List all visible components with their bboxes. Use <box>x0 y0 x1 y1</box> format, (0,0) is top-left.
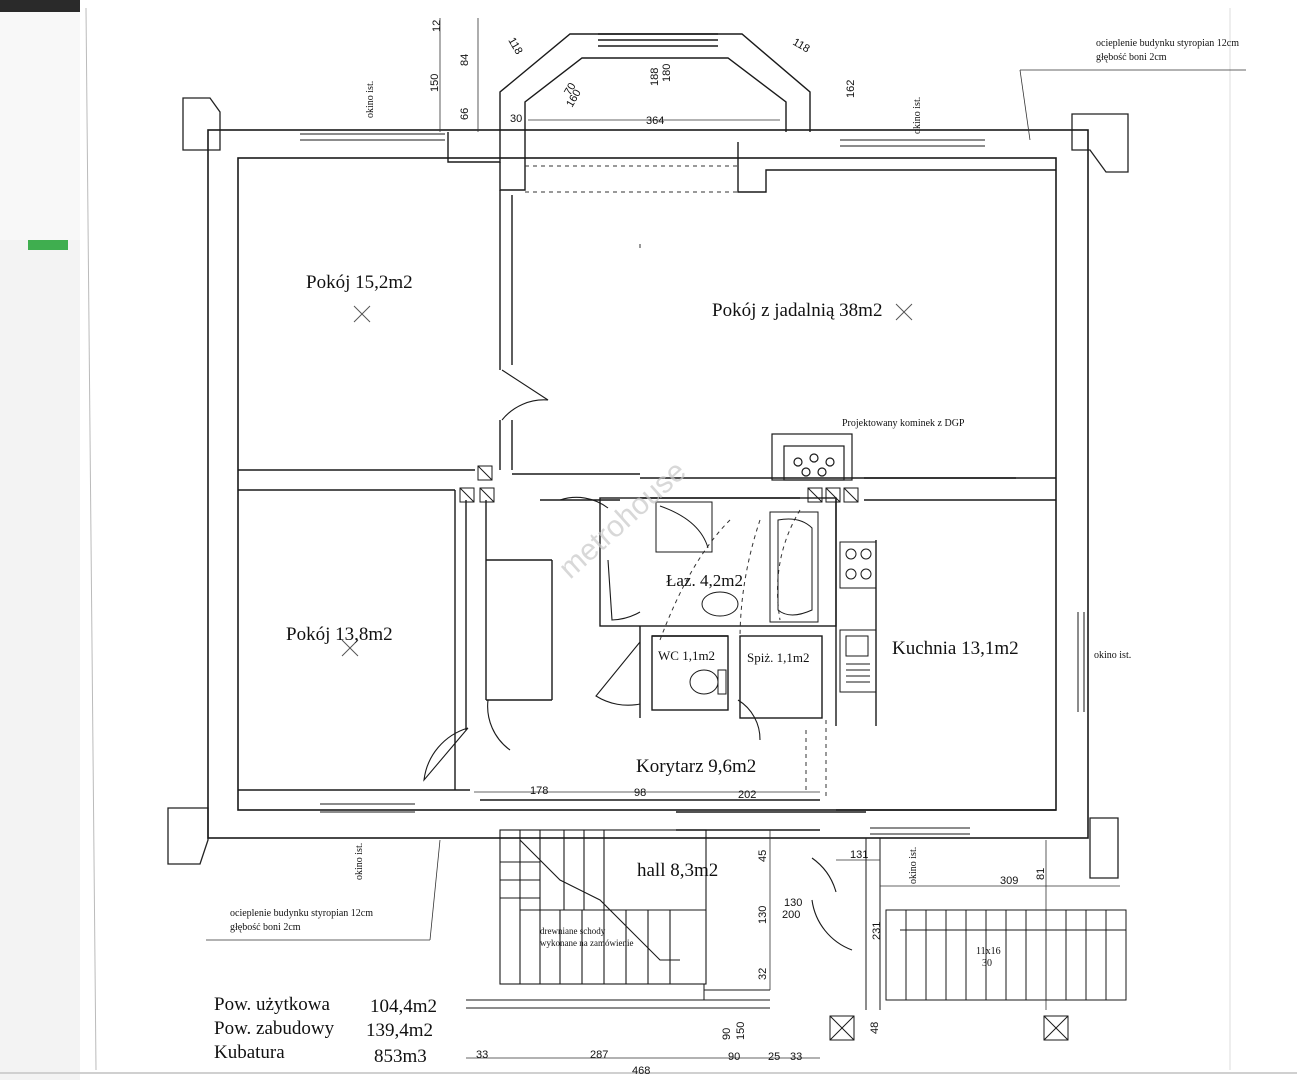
note-insulation-top-2: głębość boni 2cm <box>1096 52 1167 63</box>
dim-150b: 150 <box>735 1022 747 1040</box>
dim-131: 131 <box>850 849 868 861</box>
dim-12: 12 <box>431 20 443 32</box>
usable-area-label: Pow. użytkowa <box>214 994 330 1015</box>
note-step-size: 11x16 <box>976 946 1001 957</box>
note-window-existing-4: okino ist. <box>908 847 919 884</box>
note-insulation-bottom-2: głębość boni 2cm <box>230 922 301 933</box>
dim-130-door: 130 <box>784 897 802 909</box>
room-label-bathroom: Łaz. 4,2m2 <box>666 571 743 590</box>
dim-200: 200 <box>782 909 800 921</box>
dim-150: 150 <box>429 74 441 92</box>
note-window-existing-2: okino ist. <box>912 97 923 134</box>
room-label-wc: WC 1,1m2 <box>658 648 715 663</box>
bay-window <box>499 33 811 132</box>
note-window-existing-1: okino ist. <box>365 81 376 118</box>
dim-30: 30 <box>510 113 522 125</box>
interior-walls <box>238 132 1056 831</box>
note-stairs-2: wykonane na zamówienie <box>540 938 633 948</box>
dim-81: 81 <box>1035 868 1047 880</box>
dim-178: 178 <box>530 785 548 797</box>
dimension-lines <box>206 18 1246 1059</box>
note-fireplace: Projektowany kominek z DGP <box>842 418 965 429</box>
dim-33: 33 <box>476 1049 488 1061</box>
room-label-kitchen: Kuchnia 13,1m2 <box>892 638 1019 659</box>
volume-value: 853m3 <box>374 1046 427 1067</box>
room-label-hall: hall 8,3m2 <box>637 860 718 881</box>
dim-66: 66 <box>459 108 471 120</box>
fireplace <box>771 433 853 481</box>
kitchen-fixtures <box>839 541 877 693</box>
room-label-pokoj-1: Pokój 15,2m2 <box>306 272 413 293</box>
room-label-dining: Pokój z jadalnią 38m2 <box>712 300 882 321</box>
exterior-steps <box>466 838 1127 1041</box>
dim-364: 364 <box>646 115 664 127</box>
room-label-corridor: Korytarz 9,6m2 <box>636 756 756 777</box>
note-stairs-1: drewniane schody <box>540 926 606 936</box>
built-area-value: 139,4m2 <box>366 1020 433 1041</box>
note-window-existing-3: okino ist. <box>354 843 365 880</box>
dim-90: 90 <box>721 1028 733 1040</box>
dim-231: 231 <box>871 922 883 940</box>
built-area-label: Pow. zabudowy <box>214 1018 335 1039</box>
dim-33-right: 33 <box>790 1051 802 1063</box>
note-window-existing-5: okino ist. <box>1094 650 1131 661</box>
dim-180: 180 <box>661 64 673 82</box>
corner-pilasters <box>167 97 1129 879</box>
dim-25: 25 <box>768 1051 780 1063</box>
dim-32: 32 <box>757 968 769 980</box>
dim-188: 188 <box>649 68 661 86</box>
dashed-guides <box>525 165 827 800</box>
light-markers <box>341 303 913 657</box>
area-summary: Pow. użytkowa 104,4m2 Pow. zabudowy 139,… <box>214 994 437 1067</box>
outer-walls <box>207 129 1089 839</box>
dim-90-bottom: 90 <box>728 1051 740 1063</box>
bath-fixtures <box>655 501 819 695</box>
dim-48: 48 <box>869 1022 881 1034</box>
note-insulation-bottom-1: ocieplenie budynku styropian 12cm <box>230 908 373 919</box>
dim-84: 84 <box>459 54 471 66</box>
dim-309: 309 <box>1000 875 1018 887</box>
dim-162: 162 <box>845 80 857 98</box>
interior-stairs <box>499 829 707 985</box>
note-step-size-2: 30 <box>982 958 992 969</box>
room-label-pokoj-3: Pokój 13,8m2 <box>286 624 393 645</box>
dim-468: 468 <box>632 1065 650 1077</box>
note-insulation-top-1: ocieplenie budynku styropian 12cm <box>1096 38 1239 49</box>
chimney-ducts <box>459 465 859 503</box>
usable-area-value: 104,4m2 <box>370 996 437 1017</box>
dim-45: 45 <box>757 850 769 862</box>
dim-98: 98 <box>634 787 646 799</box>
dim-287: 287 <box>590 1049 608 1061</box>
top-windows <box>300 133 1085 835</box>
volume-label: Kubatura <box>214 1042 285 1063</box>
room-label-pantry: Spiż. 1,1m2 <box>747 650 809 665</box>
dim-202: 202 <box>738 789 756 801</box>
dim-130: 130 <box>757 906 769 924</box>
doors <box>423 369 853 951</box>
dim-70: 70 <box>562 81 579 98</box>
